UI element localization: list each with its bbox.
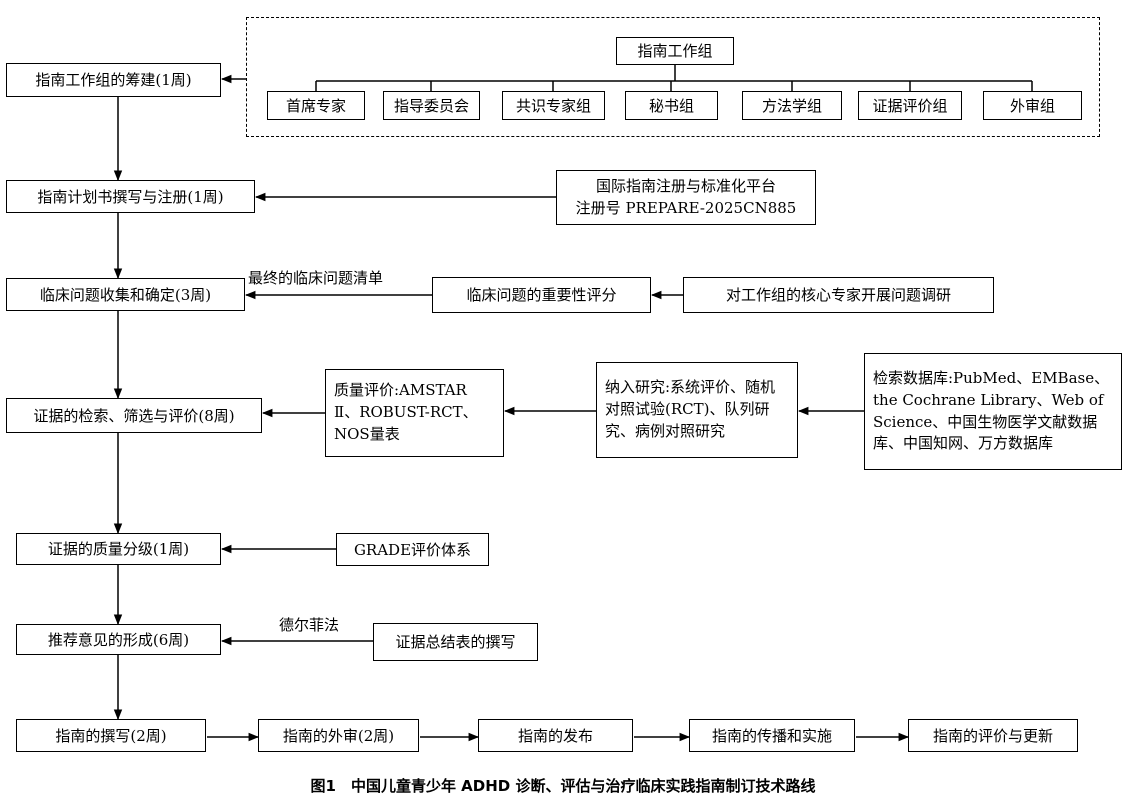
node-grade-system: GRADE评价体系 <box>336 533 489 566</box>
node-guideline-dissemination: 指南的传播和实施 <box>689 719 855 752</box>
label-delphi-method: 德尔菲法 <box>279 616 340 634</box>
node-step3-clinical-questions: 临床问题收集和确定(3周) <box>6 278 245 311</box>
node-quality-assessment: 质量评价:AMSTAR Ⅱ、ROBUST-RCT、NOS量表 <box>325 369 504 457</box>
node-working-group: 指南工作组 <box>616 37 734 65</box>
node-evidence-review-group: 证据评价组 <box>858 91 962 120</box>
node-step2-plan-registration: 指南计划书撰写与注册(1周) <box>6 180 255 213</box>
node-step1-group-formation: 指南工作组的筹建(1周) <box>6 63 221 97</box>
node-guideline-external-review: 指南的外审(2周) <box>258 719 419 752</box>
registry-line-1: 国际指南注册与标准化平台 <box>595 176 776 195</box>
node-steering-committee: 指导委员会 <box>383 91 480 120</box>
node-consensus-panel: 共识专家组 <box>502 91 605 120</box>
node-secretariat: 秘书组 <box>625 91 718 120</box>
node-guideline-publication: 指南的发布 <box>478 719 633 752</box>
node-importance-rating: 临床问题的重要性评分 <box>432 277 651 313</box>
node-guideline-evaluation-update: 指南的评价与更新 <box>908 719 1078 752</box>
node-expert-survey: 对工作组的核心专家开展问题调研 <box>683 277 994 313</box>
node-external-review-group: 外审组 <box>983 91 1082 120</box>
node-step4-evidence-retrieval: 证据的检索、筛选与评价(8周) <box>6 398 262 433</box>
working-group-container <box>246 17 1100 137</box>
node-methodology-group: 方法学组 <box>742 91 842 120</box>
label-final-question-list: 最终的临床问题清单 <box>248 269 384 287</box>
node-step6-recommendations: 推荐意见的形成(6周) <box>16 624 221 655</box>
node-included-studies: 纳入研究:系统评价、随机对照试验(RCT)、队列研究、病例对照研究 <box>596 362 798 458</box>
node-registry-platform: 国际指南注册与标准化平台 注册号 PREPARE-2025CN885 <box>556 170 816 225</box>
node-evidence-summary: 证据总结表的撰写 <box>373 623 538 661</box>
registry-line-2: 注册号 PREPARE-2025CN885 <box>575 198 797 217</box>
node-step5-evidence-grading: 证据的质量分级(1周) <box>16 533 221 565</box>
node-search-databases: 检索数据库:PubMed、EMBase、the Cochrane Library… <box>864 353 1122 470</box>
node-chief-expert: 首席专家 <box>267 91 365 120</box>
node-guideline-writing: 指南的撰写(2周) <box>16 719 206 752</box>
